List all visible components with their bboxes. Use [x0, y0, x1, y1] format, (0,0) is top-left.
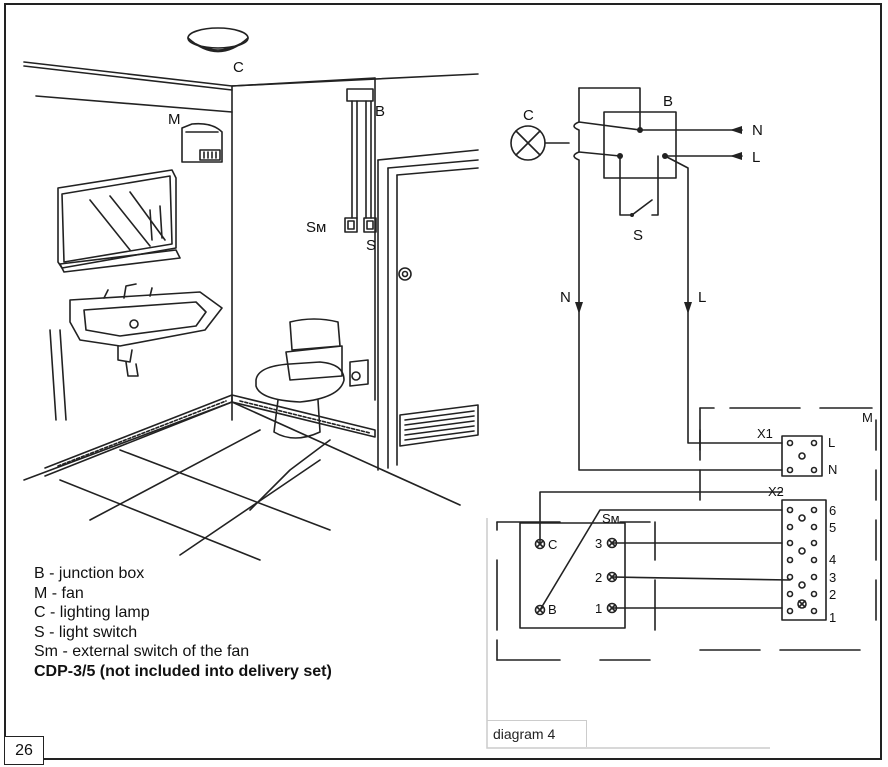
illus-junction-label: B — [375, 103, 385, 120]
sch-ext-switch-label: Sм — [602, 511, 620, 526]
diagram-caption: diagram 4 — [487, 720, 587, 747]
sch-junction-label: B — [663, 93, 673, 110]
sch-switch-label: S — [633, 227, 643, 244]
illus-lamp-label: C — [233, 59, 244, 76]
sch-x2-4-label: 4 — [829, 552, 836, 567]
legend-item-product-note: CDP-3/5 (not included into delivery set) — [34, 662, 332, 680]
bathroom-illustration — [23, 27, 479, 561]
sch-x2-2-label: 2 — [829, 587, 836, 602]
legend: B - junction box M - fan C - lighting la… — [34, 564, 332, 681]
page-number: 26 — [4, 736, 44, 765]
sch-sw-3-label: 3 — [595, 536, 602, 551]
sch-line-down-label: L — [698, 289, 706, 306]
sch-fan-label: M — [862, 410, 873, 425]
sch-neutral-down-label: N — [560, 289, 571, 306]
legend-item-lamp: C - lighting lamp — [34, 604, 150, 621]
sch-lamp-label: C — [523, 107, 534, 124]
sch-sw-b-label: B — [548, 602, 557, 617]
illus-fan-label: M — [168, 111, 181, 128]
page-frame — [4, 3, 882, 760]
sch-x2-label: X2 — [768, 484, 784, 499]
illus-fan-switch-label: Sм — [306, 219, 326, 236]
schematic-nodes — [575, 126, 742, 314]
sch-sw-2-label: 2 — [595, 570, 602, 585]
sch-sw-c-label: C — [548, 537, 557, 552]
sch-x1-n-label: N — [828, 462, 837, 477]
legend-item-external-switch: Sm - external switch of the fan — [34, 643, 250, 660]
sch-x2-3-label: 3 — [829, 570, 836, 585]
legend-item-fan: M - fan — [34, 584, 84, 602]
sch-sw-1-label: 1 — [595, 601, 602, 616]
wiring-schematic — [496, 87, 877, 661]
legend-item-junction-box: B - junction box — [34, 565, 145, 582]
sch-x2-5-label: 5 — [829, 520, 836, 535]
sch-x1-l-label: L — [828, 435, 835, 450]
illus-light-switch-label: S — [366, 237, 376, 254]
sch-neutral-label: N — [752, 122, 763, 139]
sch-x2-6-label: 6 — [829, 503, 836, 518]
sch-x1-label: X1 — [757, 426, 773, 441]
sch-line-label: L — [752, 149, 760, 166]
sch-x2-1-label: 1 — [829, 610, 836, 625]
legend-item-light-switch: S - light switch — [34, 623, 138, 641]
